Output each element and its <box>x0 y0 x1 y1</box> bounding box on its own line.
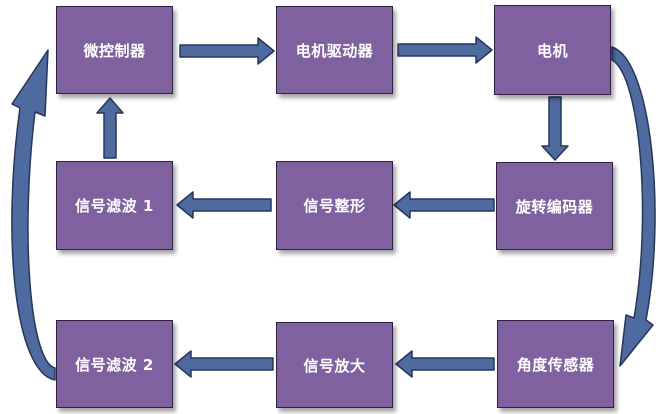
node-encoder: 旋转编码器 <box>496 162 613 250</box>
arrow-motor-to-encoder <box>541 96 569 161</box>
arrow-amplify-to-filter2 <box>174 350 274 378</box>
arrow-motor-to-sensor <box>611 46 656 367</box>
arrow-filter1-to-mcu <box>96 97 124 159</box>
node-filter1: 信号滤波 1 <box>56 161 173 250</box>
node-encoder-label: 旋转编码器 <box>515 197 594 216</box>
arrow-shaping-to-filter1 <box>176 191 272 219</box>
arrow-sensor-to-amplify <box>395 350 495 378</box>
arrow-encoder-to-shaping <box>393 191 495 219</box>
node-motor-driver-label: 电机驱动器 <box>295 41 374 60</box>
node-shaping-label: 信号整形 <box>303 197 366 215</box>
node-mcu: 微控制器 <box>56 6 173 94</box>
node-motor: 电机 <box>494 5 611 95</box>
node-angle-sensor: 角度传感器 <box>497 320 614 408</box>
node-motor-label: 电机 <box>536 41 568 60</box>
node-angle-sensor-label: 角度传感器 <box>516 355 595 374</box>
node-amplify: 信号放大 <box>276 322 393 408</box>
node-filter2: 信号滤波 2 <box>56 320 173 408</box>
node-mcu-label: 微控制器 <box>83 41 146 60</box>
arrow-mcu-to-driver <box>179 37 275 65</box>
arrow-driver-to-motor <box>397 36 493 64</box>
node-filter1-label: 信号滤波 1 <box>75 197 154 215</box>
node-motor-driver: 电机驱动器 <box>276 6 393 94</box>
arrow-filter2-to-mcu <box>11 49 56 381</box>
node-filter2-label: 信号滤波 2 <box>75 355 154 374</box>
node-shaping: 信号整形 <box>276 161 393 250</box>
node-amplify-label: 信号放大 <box>303 356 366 375</box>
